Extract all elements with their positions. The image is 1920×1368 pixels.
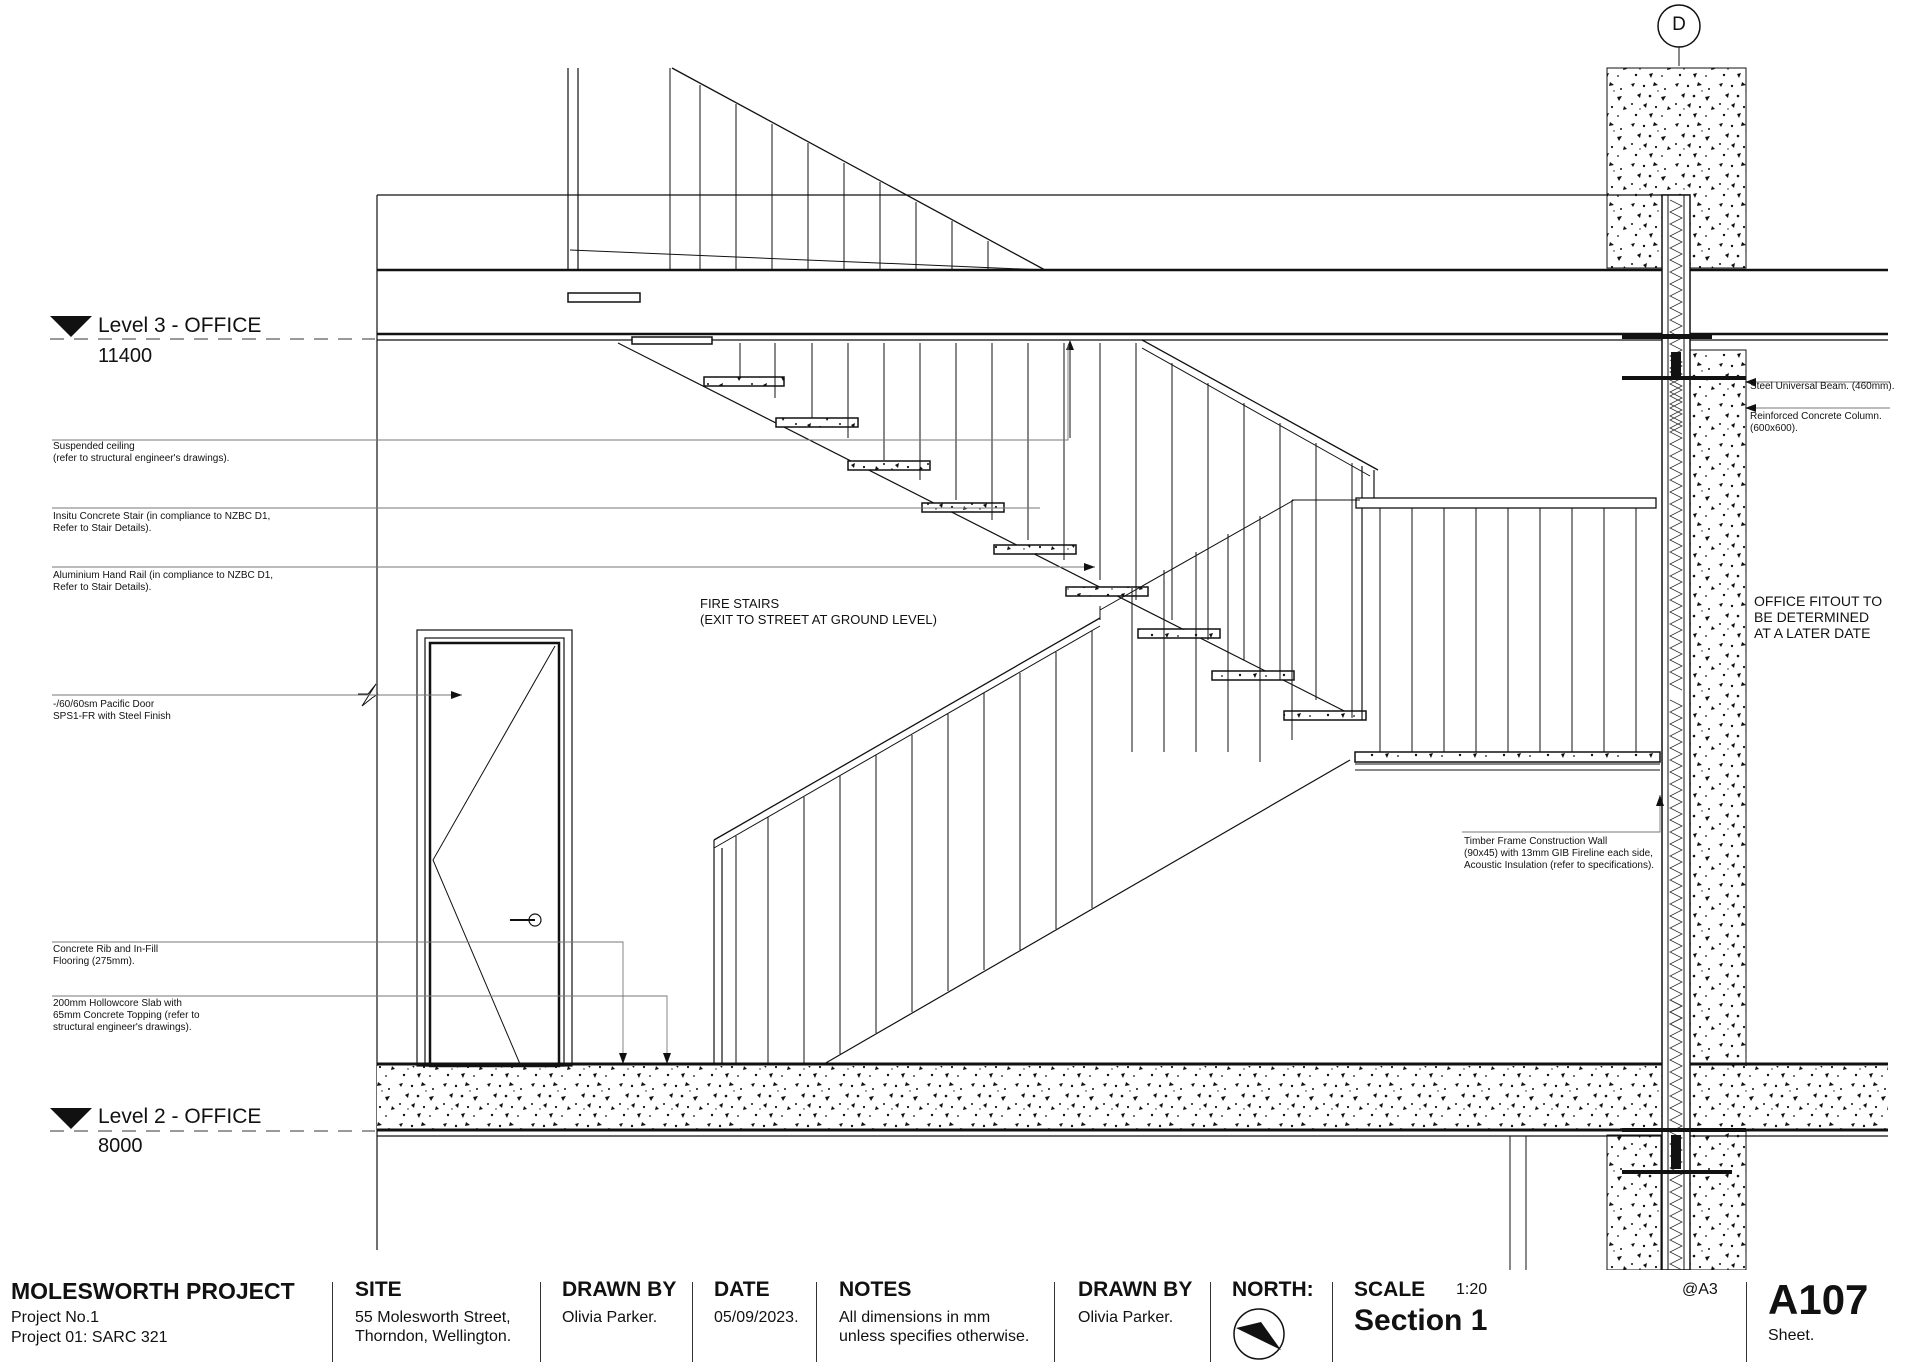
project-title: MOLESWORTH PROJECT [11, 1278, 295, 1304]
stair-landing [1099, 497, 1661, 771]
level-2-name: Level 2 - OFFICE [98, 1105, 262, 1128]
middle-stair-flight [617, 339, 1379, 721]
project-code: Project 01: SARC 321 [11, 1329, 168, 1346]
drawn-by: Olivia Parker. [562, 1309, 658, 1326]
divider [1210, 1282, 1211, 1362]
level-3-elevation: 11400 [98, 345, 153, 367]
divider [332, 1282, 333, 1362]
note-steel-beam: Steel Universal Beam. (460mm). [1750, 381, 1895, 392]
sheet-number: A107 [1768, 1276, 1869, 1323]
note-hand-rail: Aluminium Hand Rail (in compliance to NZ… [53, 570, 274, 593]
upper-stair-flight [567, 67, 1046, 345]
note-door: -/60/60sm Pacific Door SPS1-FR with Stee… [53, 699, 171, 722]
level-2-marker [50, 1108, 375, 1132]
note-concrete-column: Reinforced Concrete Column. (600x600). [1750, 411, 1882, 434]
north-arrow-icon [1233, 1308, 1285, 1360]
notes-label: NOTES [839, 1278, 912, 1301]
label-office-fitout: OFFICE FITOUT TO BE DETERMINED AT A LATE… [1754, 593, 1883, 641]
divider [540, 1282, 541, 1362]
notes-value: All dimensions in mm unless specifies ot… [839, 1309, 1030, 1345]
leader-lines [52, 345, 1890, 1062]
title-block: MOLESWORTH PROJECT Project No.1 Project … [0, 1270, 1920, 1368]
note-suspended-ceiling: Suspended ceiling (refer to structural e… [53, 441, 230, 464]
lower-stair-flight [713, 499, 1351, 1065]
level-2-slab [377, 1062, 1888, 1270]
note-hollowcore: 200mm Hollowcore Slab with 65mm Concrete… [53, 998, 200, 1033]
grid-marker-label: D [1672, 14, 1686, 35]
drawn-by-label: DRAWN BY [562, 1278, 677, 1301]
steel-beam [1622, 334, 1746, 1174]
leader-arrowheads [451, 378, 1756, 1064]
divider [1054, 1282, 1055, 1362]
north-label: NORTH: [1232, 1278, 1314, 1301]
project-no: Project No.1 [11, 1309, 100, 1326]
note-timber-wall: Timber Frame Construction Wall (90x45) w… [1464, 836, 1655, 871]
divider [1332, 1282, 1333, 1362]
site-label: SITE [355, 1278, 402, 1301]
scale-value: 1:20 [1456, 1281, 1488, 1298]
date-value: 05/09/2023. [714, 1309, 799, 1326]
scale-label: SCALE [1354, 1278, 1426, 1301]
divider [816, 1282, 817, 1362]
level-2-elevation: 8000 [98, 1135, 143, 1157]
view-name: Section 1 [1354, 1304, 1488, 1337]
drawn-by-label-2: DRAWN BY [1078, 1278, 1193, 1301]
grid-marker-d [1657, 4, 1701, 66]
paper-size: @A3 [1682, 1281, 1718, 1298]
date-label: DATE [714, 1278, 770, 1301]
drawn-by-2: Olivia Parker. [1078, 1309, 1174, 1326]
label-fire-stairs: FIRE STAIRS (EXIT TO STREET AT GROUND LE… [700, 596, 937, 627]
level-3-name: Level 3 - OFFICE [98, 314, 262, 337]
note-concrete-stair: Insitu Concrete Stair (in compliance to … [53, 511, 271, 534]
level-3-marker [50, 316, 375, 340]
divider [692, 1282, 693, 1362]
sheet-label: Sheet. [1768, 1327, 1815, 1344]
section-drawing [50, 4, 1890, 1270]
site-address: 55 Molesworth Street, Thorndon, Wellingt… [355, 1309, 512, 1345]
note-rib-flooring: Concrete Rib and In-Fill Flooring (275mm… [53, 944, 159, 967]
divider [1746, 1282, 1747, 1362]
